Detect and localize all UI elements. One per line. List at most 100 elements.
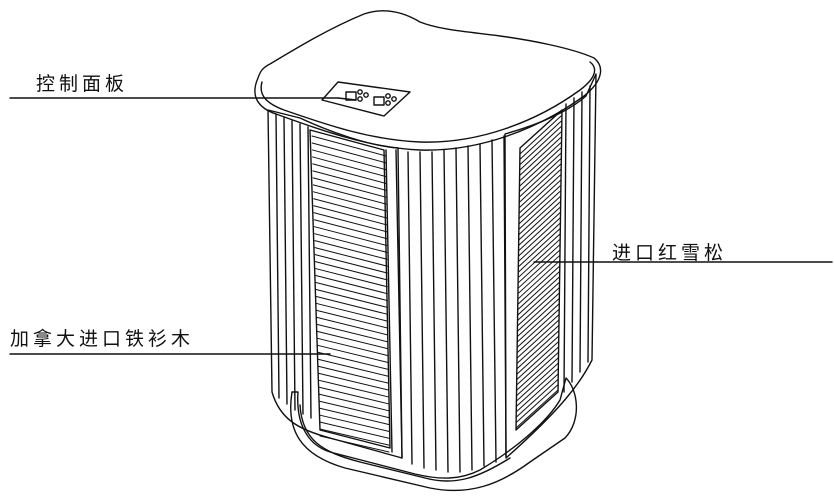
louvre-slat [312,163,387,185]
button [357,89,363,95]
louvre-slat [515,373,559,413]
louvre-slat [313,226,388,246]
louvre-slat [516,330,560,370]
louvre-slat [313,219,388,240]
louvre-slat [319,428,390,446]
louvre-slat [314,247,388,267]
louvre-slat [312,191,388,212]
louvre-slat [315,295,389,315]
louvre-slat [519,147,562,187]
louvre-slat [318,393,390,412]
louvre-slat [517,265,560,305]
louvre-slat [516,335,560,375]
louvre-slat [314,233,388,253]
louvre-slat [318,400,390,419]
display-right [373,96,385,106]
louvre-slat [518,196,561,236]
louvre-slat [311,149,387,171]
louvre-slat [518,206,561,246]
louvre-slat [313,198,388,219]
louvre-slat [319,435,390,453]
right-slats [563,85,591,393]
louvre-slat [516,325,560,365]
right-louvre-lines [515,115,562,429]
louvre-slat [312,156,387,178]
louvre-slat [517,228,561,268]
left-slats [275,113,312,419]
louvre-slat [517,249,561,289]
louvre-slat [519,120,562,160]
louvre-slat [316,337,389,357]
louvre-slat [518,212,561,252]
louvre-slat [518,174,561,214]
louvre-slat [315,282,388,302]
louvre-slat [516,298,560,338]
louvre-slat [313,212,388,233]
louvre-slat [516,351,559,391]
louvre-slat [518,217,561,257]
louvre-slat [518,163,561,203]
louvre-slat [317,372,389,391]
louvre-slat [315,302,389,322]
louvre-slat [515,362,559,402]
louvre-slat [516,346,559,386]
louvre-slat [516,303,560,343]
louvre-slat [517,239,561,279]
louvre-slat [519,136,562,176]
louvre-slat [311,135,387,157]
louvre-slat [517,244,561,284]
louvre-slat [517,233,561,273]
louvre-slat [516,292,560,332]
label-control-panel: 控制面板 [36,73,129,95]
louvre-slat [315,275,388,295]
louvre-slat [518,179,561,219]
louvre-slat [516,314,560,354]
control-panel [321,81,411,117]
front-slats [385,135,507,473]
louvre-slat [517,282,560,322]
louvre-slat [516,308,560,348]
button [385,100,391,106]
louvre-slat [516,287,560,327]
louvre-slat [519,131,562,171]
louvre-slat [515,357,559,397]
louvre-slat [515,368,559,408]
louvre-slat [317,358,389,377]
louvre-slat [515,378,559,418]
louvre-slat [315,268,388,288]
louvre-slat [517,260,560,300]
louvre-slat [313,205,388,226]
louvre-slat [518,169,561,209]
louvre-slat [312,177,387,198]
louvre-slat [519,115,562,155]
louvre-slat [316,323,389,343]
label-red-cedar: 进口红雪松 [612,242,728,264]
louvre-slat [312,170,387,191]
louvre-slat [518,158,562,198]
louvre-slat [316,330,389,350]
button [363,92,369,98]
louvre-slat [518,153,562,193]
louvre-slat [314,261,388,281]
louvre-slat [518,190,561,230]
louvre-slat [516,341,560,381]
louvre-slat [316,316,389,336]
louvre-slat [516,319,560,359]
louvre-slat [319,421,390,439]
left-face [267,109,403,459]
louvre-slat [318,414,390,432]
leader-control-panel-tip [337,97,357,101]
louvre-slat [518,201,561,241]
left-louvre-lines [311,135,390,453]
louvre-slat [316,309,389,329]
louvre-slat [312,184,387,205]
louvre-slat [317,344,389,364]
louvre-slat [318,407,390,425]
louvre-slat [515,384,559,424]
label-hemlock: 加拿大进口铁衫木 [10,328,195,350]
louvre-slat [517,271,560,311]
louvre-slat [518,185,561,225]
left-louvre-panel [309,129,391,449]
